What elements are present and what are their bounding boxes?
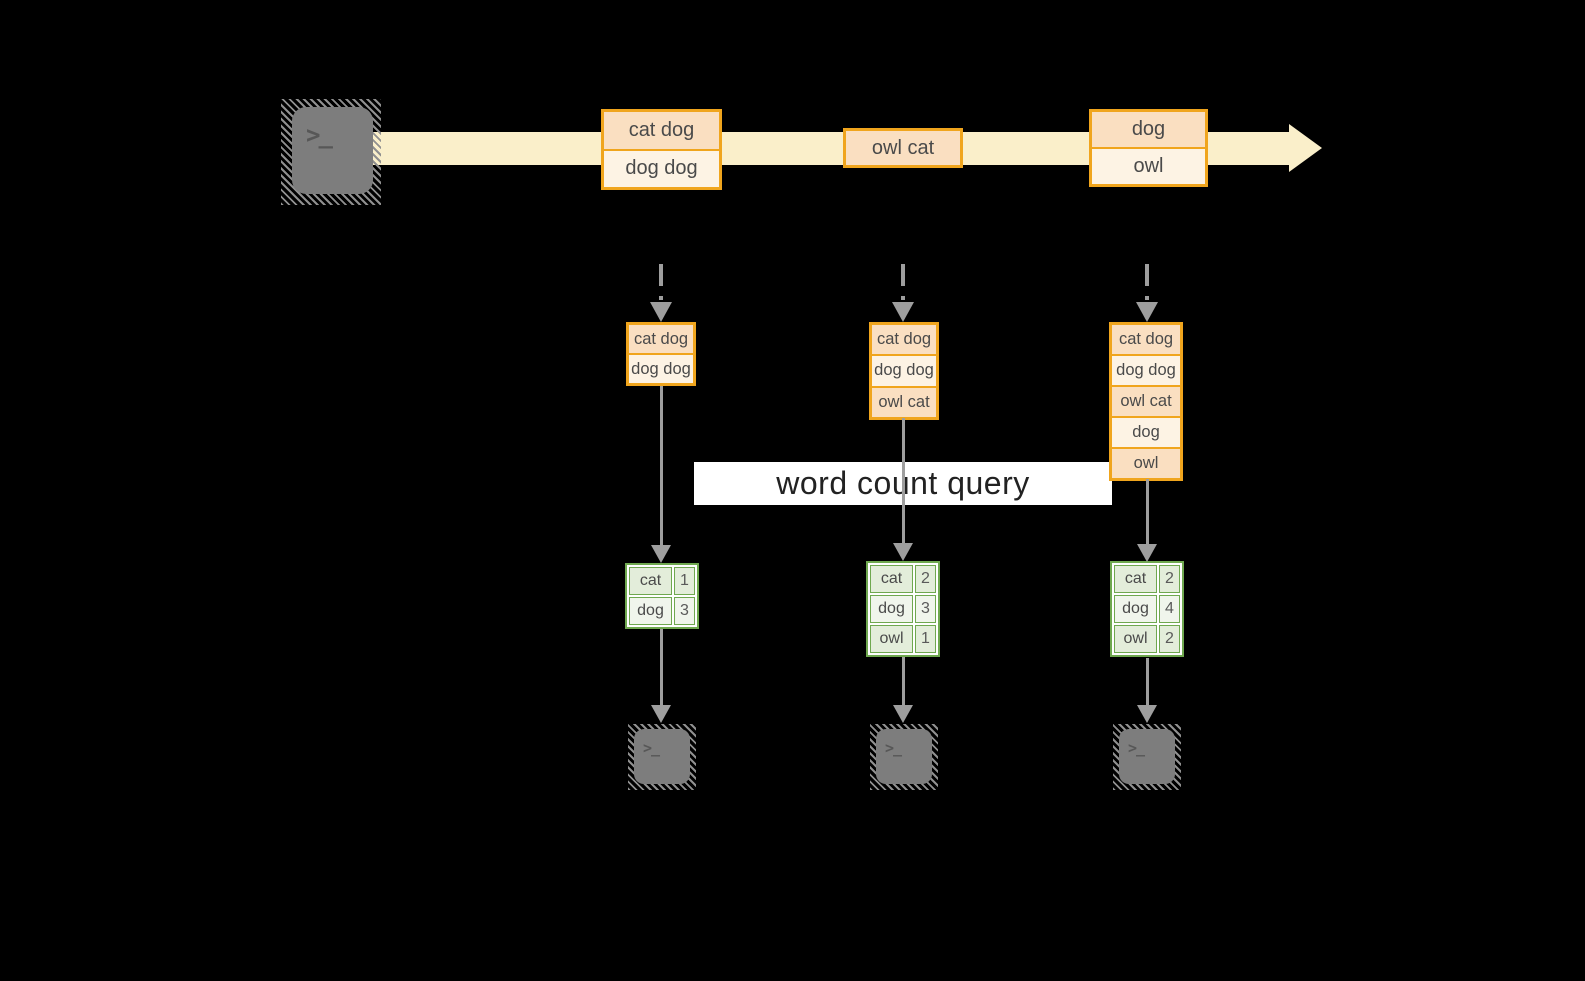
count-value: 2: [1159, 565, 1180, 593]
arrowhead-icon: [1137, 705, 1157, 723]
buffer-stack-3: cat dog dog dog owl cat dog owl: [1109, 322, 1183, 481]
arrow-line: [902, 657, 905, 706]
buffer-line: dog dog: [872, 356, 936, 388]
count-value: 3: [915, 595, 936, 623]
count-value: 3: [674, 597, 695, 625]
sink-terminal-icon-1: >_: [628, 724, 696, 790]
arrowhead-icon: [893, 705, 913, 723]
arrowhead-icon: [1137, 544, 1157, 562]
stream-timeline-arrowhead-icon: [1289, 124, 1322, 172]
stream-event-line: dog: [1092, 112, 1205, 149]
count-table-2: cat 2 dog 3 owl 1: [866, 561, 940, 657]
buffer-line: owl: [1112, 449, 1180, 478]
arrowhead-icon: [651, 545, 671, 563]
count-word: cat: [870, 565, 913, 593]
terminal-screen: >_: [1119, 729, 1175, 784]
count-table-3: cat 2 dog 4 owl 2: [1110, 561, 1184, 657]
count-table-1: cat 1 dog 3: [625, 563, 699, 629]
count-word: owl: [870, 625, 913, 653]
terminal-prompt-icon: >_: [643, 739, 660, 757]
stream-event-line: cat dog: [604, 112, 719, 151]
dashed-arrow-line: [659, 264, 663, 300]
terminal-screen: >_: [634, 729, 690, 784]
count-word: dog: [1114, 595, 1157, 623]
buffer-stack-1: cat dog dog dog: [626, 322, 696, 386]
arrow-line: [1146, 479, 1149, 545]
count-value: 2: [915, 565, 936, 593]
terminal-prompt-icon: >_: [306, 121, 333, 149]
buffer-line: cat dog: [1112, 325, 1180, 356]
buffer-line: cat dog: [629, 325, 693, 355]
source-terminal-icon: >_: [281, 99, 381, 205]
arrowhead-icon: [893, 543, 913, 561]
arrow-line: [660, 386, 663, 546]
stream-event-line: owl: [1092, 149, 1205, 184]
arrow-line: [902, 418, 905, 544]
count-word: cat: [629, 567, 672, 595]
arrow-line: [1146, 658, 1149, 706]
count-word: cat: [1114, 565, 1157, 593]
stream-event-3: dog owl: [1089, 109, 1208, 187]
dashed-arrowhead-icon: [650, 302, 672, 322]
count-word: dog: [629, 597, 672, 625]
dashed-arrowhead-icon: [892, 302, 914, 322]
buffer-line: cat dog: [872, 325, 936, 357]
terminal-screen: >_: [876, 729, 932, 784]
arrow-line: [660, 629, 663, 706]
stream-event-line: owl cat: [846, 131, 960, 165]
buffer-stack-2: cat dog dog dog owl cat: [869, 322, 939, 420]
terminal-prompt-icon: >_: [1128, 739, 1145, 757]
sink-terminal-icon-2: >_: [870, 724, 938, 790]
stream-event-1: cat dog dog dog: [601, 109, 722, 190]
count-word: owl: [1114, 625, 1157, 653]
sink-terminal-icon-3: >_: [1113, 724, 1181, 790]
stream-event-line: dog dog: [604, 150, 719, 187]
buffer-line: owl cat: [872, 387, 936, 417]
dashed-arrow-line: [1145, 264, 1149, 300]
arrowhead-icon: [651, 705, 671, 723]
terminal-prompt-icon: >_: [885, 739, 902, 757]
count-value: 4: [1159, 595, 1180, 623]
count-value: 1: [674, 567, 695, 595]
stream-event-2: owl cat: [843, 128, 963, 168]
buffer-line: dog dog: [629, 355, 693, 383]
dashed-arrow-line: [901, 264, 905, 300]
count-value: 2: [1159, 625, 1180, 653]
terminal-screen: >_: [292, 107, 373, 194]
buffer-line: dog: [1112, 418, 1180, 449]
buffer-line: owl cat: [1112, 387, 1180, 418]
count-word: dog: [870, 595, 913, 623]
dashed-arrowhead-icon: [1136, 302, 1158, 322]
buffer-line: dog dog: [1112, 356, 1180, 387]
count-value: 1: [915, 625, 936, 653]
